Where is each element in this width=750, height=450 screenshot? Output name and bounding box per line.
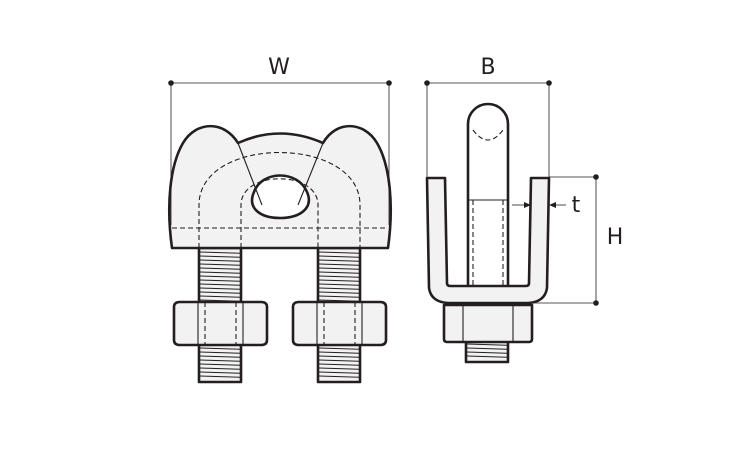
thread-line xyxy=(318,367,360,370)
thickness-label: t xyxy=(572,193,581,218)
width-label: W xyxy=(268,55,290,80)
left-hex-nut xyxy=(172,300,269,347)
thread-line xyxy=(318,279,360,282)
breadth-dimension: B xyxy=(424,55,552,178)
height-label: H xyxy=(607,225,624,250)
thread-line xyxy=(466,343,508,346)
thread-line xyxy=(199,363,241,366)
thread-line xyxy=(199,275,241,278)
front-view: W xyxy=(168,55,392,384)
thread-line xyxy=(318,251,360,254)
thread-line xyxy=(199,251,241,254)
breadth-label: B xyxy=(480,55,495,80)
thread-line xyxy=(199,295,241,298)
thread-line xyxy=(199,287,241,290)
thread-line xyxy=(318,295,360,298)
thread-line xyxy=(318,351,360,354)
u-bolt-leg xyxy=(466,102,510,302)
thread-line xyxy=(199,355,241,358)
thread-line xyxy=(199,367,241,370)
thread-line xyxy=(199,267,241,270)
thread-line xyxy=(318,371,360,374)
saddle-profile xyxy=(425,176,551,305)
thread-line xyxy=(466,351,508,354)
thread-line xyxy=(318,291,360,294)
thread-line xyxy=(318,275,360,278)
thread-line xyxy=(199,263,241,266)
thread-line xyxy=(318,259,360,262)
thread-line xyxy=(199,351,241,354)
thread-line xyxy=(318,255,360,258)
thread-line xyxy=(199,255,241,258)
thread-line xyxy=(318,375,360,378)
thread-line xyxy=(199,359,241,362)
thread-line xyxy=(199,291,241,294)
hidden-u-bolt-inner xyxy=(240,178,319,248)
thread-line xyxy=(199,371,241,374)
thread-line xyxy=(466,355,508,358)
thread-line xyxy=(318,347,360,350)
height-dimension: H xyxy=(532,174,623,306)
width-dimension: W xyxy=(168,55,392,225)
side-hex-nut xyxy=(442,303,534,344)
right-hex-nut xyxy=(291,300,388,347)
u-bolt-bend xyxy=(250,174,310,220)
thread-line xyxy=(199,279,241,282)
thread-line xyxy=(199,375,241,378)
thread-line xyxy=(199,347,241,350)
thread-line xyxy=(318,283,360,286)
thread-line xyxy=(318,287,360,290)
thread-line xyxy=(199,271,241,274)
side-view: B H t xyxy=(424,55,623,364)
thread-line xyxy=(318,263,360,266)
thread-line xyxy=(318,363,360,366)
thread-line xyxy=(318,267,360,270)
thread-line xyxy=(318,355,360,358)
thread-line xyxy=(199,259,241,262)
thread-line xyxy=(318,271,360,274)
thread-line xyxy=(466,347,508,350)
thread-line xyxy=(199,283,241,286)
thread-line xyxy=(318,359,360,362)
thickness-dimension: t xyxy=(512,193,581,218)
